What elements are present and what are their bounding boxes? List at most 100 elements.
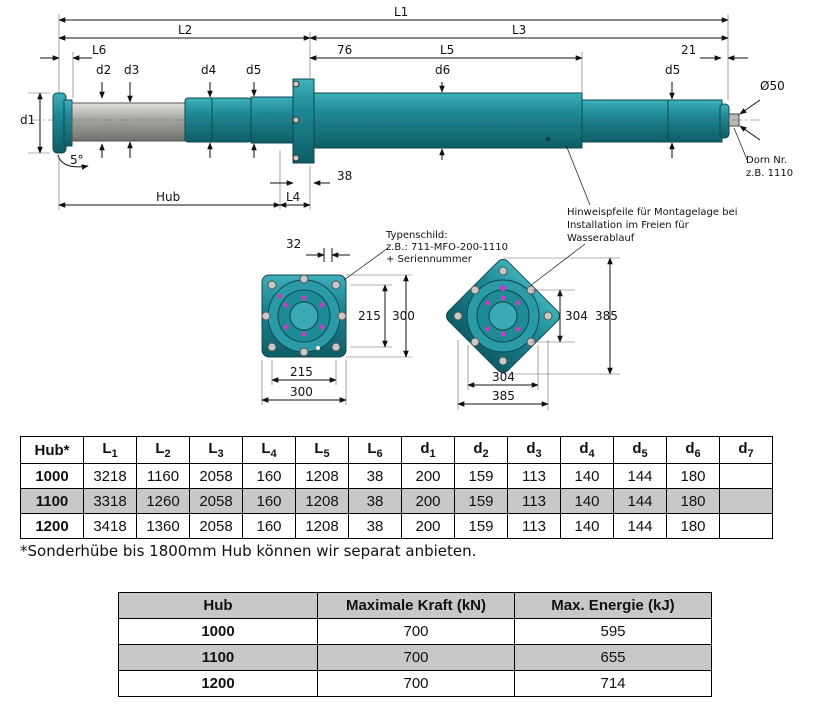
header-main: d <box>420 440 430 457</box>
label-d4: d4 <box>201 63 216 77</box>
typ-line-1: Typenschild: <box>385 230 448 241</box>
flange-square-dims: 32 Typenschild: z.B.: 711-MFO-200-1110 +… <box>261 230 508 405</box>
header-sub: 1 <box>111 448 118 460</box>
header-sub: 3 <box>217 448 224 460</box>
dim-d1: d1 <box>20 92 50 154</box>
header-main: d <box>579 440 589 457</box>
table-cell: 1000 <box>20 463 84 489</box>
label-d3: d3 <box>124 63 139 77</box>
label-hub: Hub <box>156 190 180 204</box>
dim-hub: Hub L4 38 <box>58 150 352 210</box>
spec-header-cell: d4 <box>560 436 614 464</box>
label-d2: d2 <box>96 63 111 77</box>
energy-header-cell: Maximale Kraft (kN) <box>317 592 515 619</box>
spec-header-cell: d2 <box>454 436 508 464</box>
spec-header-cell: L2 <box>136 436 190 464</box>
table-cell: 160 <box>242 463 296 489</box>
table-cell: 180 <box>666 488 720 514</box>
header-main: L <box>208 440 218 457</box>
table-cell: 200 <box>401 488 455 514</box>
footnote: *Sonderhübe bis 1800mm Hub können wir se… <box>20 542 477 560</box>
header-sub: 4 <box>270 448 277 460</box>
table-cell: 159 <box>454 513 508 539</box>
table-cell: 113 <box>507 513 561 539</box>
table-cell: 160 <box>242 513 296 539</box>
table-cell: 2058 <box>189 463 243 489</box>
table-cell <box>719 463 773 489</box>
table-cell: 595 <box>514 618 712 645</box>
table-cell <box>719 513 773 539</box>
label-300-h: 300 <box>290 385 313 399</box>
header-sub: 6 <box>376 448 383 460</box>
table-cell: 140 <box>560 463 614 489</box>
header-main: d <box>738 440 748 457</box>
table-cell: 38 <box>348 463 402 489</box>
table-cell: 180 <box>666 463 720 489</box>
flange-square-view <box>261 274 347 358</box>
header-sub: 5 <box>641 448 648 460</box>
table-cell: 714 <box>514 670 712 697</box>
table-cell: 700 <box>317 670 515 697</box>
table-cell: 1160 <box>136 463 190 489</box>
table-cell: 144 <box>613 488 667 514</box>
table-cell: 144 <box>613 463 667 489</box>
table-cell: 180 <box>666 513 720 539</box>
header-sub: 2 <box>482 448 489 460</box>
label-l1: L1 <box>394 5 408 19</box>
spec-header-cell: L1 <box>83 436 137 464</box>
header-sub: 7 <box>747 448 754 460</box>
table-cell: 2058 <box>189 488 243 514</box>
label-215-h: 215 <box>290 365 313 379</box>
header-main: L <box>261 440 271 457</box>
label-304-h: 304 <box>492 370 515 384</box>
dim-row-3: L6 76 L5 21 <box>40 43 748 98</box>
label-dorn-1: Dorn Nr. <box>746 155 787 166</box>
spec-header-cell: d1 <box>401 436 455 464</box>
spec-header-cell: L3 <box>189 436 243 464</box>
table-cell: 1260 <box>136 488 190 514</box>
table-cell: 1100 <box>20 488 84 514</box>
label-d1: d1 <box>20 113 35 127</box>
hint-line-3: Wasserablauf <box>567 233 635 244</box>
table-cell <box>719 488 773 514</box>
table-cell: 38 <box>348 488 402 514</box>
table-cell: 200 <box>401 463 455 489</box>
spec-header-cell: L5 <box>295 436 349 464</box>
label-21: 21 <box>681 43 696 57</box>
label-d5b: d5 <box>665 63 680 77</box>
table-cell: 1208 <box>295 463 349 489</box>
spec-header-cell: d5 <box>613 436 667 464</box>
label-l5: L5 <box>440 43 454 57</box>
label-l4: L4 <box>286 190 300 204</box>
label-dorn-2: z.B. 1110 <box>746 168 793 179</box>
dim-l1: L1 <box>58 5 729 100</box>
flange-diamond-dims: 304 385 304 385 <box>457 257 620 410</box>
damper-side-view <box>30 78 760 164</box>
table-cell: 3218 <box>83 463 137 489</box>
header-main: Hub* <box>34 441 70 459</box>
flange-diamond-view <box>446 259 560 373</box>
spec-header-cell: d6 <box>666 436 720 464</box>
dim-angle: 5° <box>57 153 89 170</box>
label-385-v: 385 <box>595 309 618 323</box>
header-main: d <box>632 440 642 457</box>
typ-line-2: z.B.: 711-MFO-200-1110 <box>386 242 508 253</box>
table-cell: 160 <box>242 488 296 514</box>
table-cell: 113 <box>507 463 561 489</box>
spec-header-cell: d7 <box>719 436 773 464</box>
dim-l2-l3: L2 L3 <box>58 23 729 78</box>
table-cell: 1000 <box>118 618 318 645</box>
label-304-v: 304 <box>565 309 588 323</box>
label-l3: L3 <box>512 23 526 37</box>
table-cell: 1100 <box>118 644 318 671</box>
spec-header-cell: d3 <box>507 436 561 464</box>
hint-note: Hinweispfeile für Montagelage bei Instal… <box>529 144 738 287</box>
